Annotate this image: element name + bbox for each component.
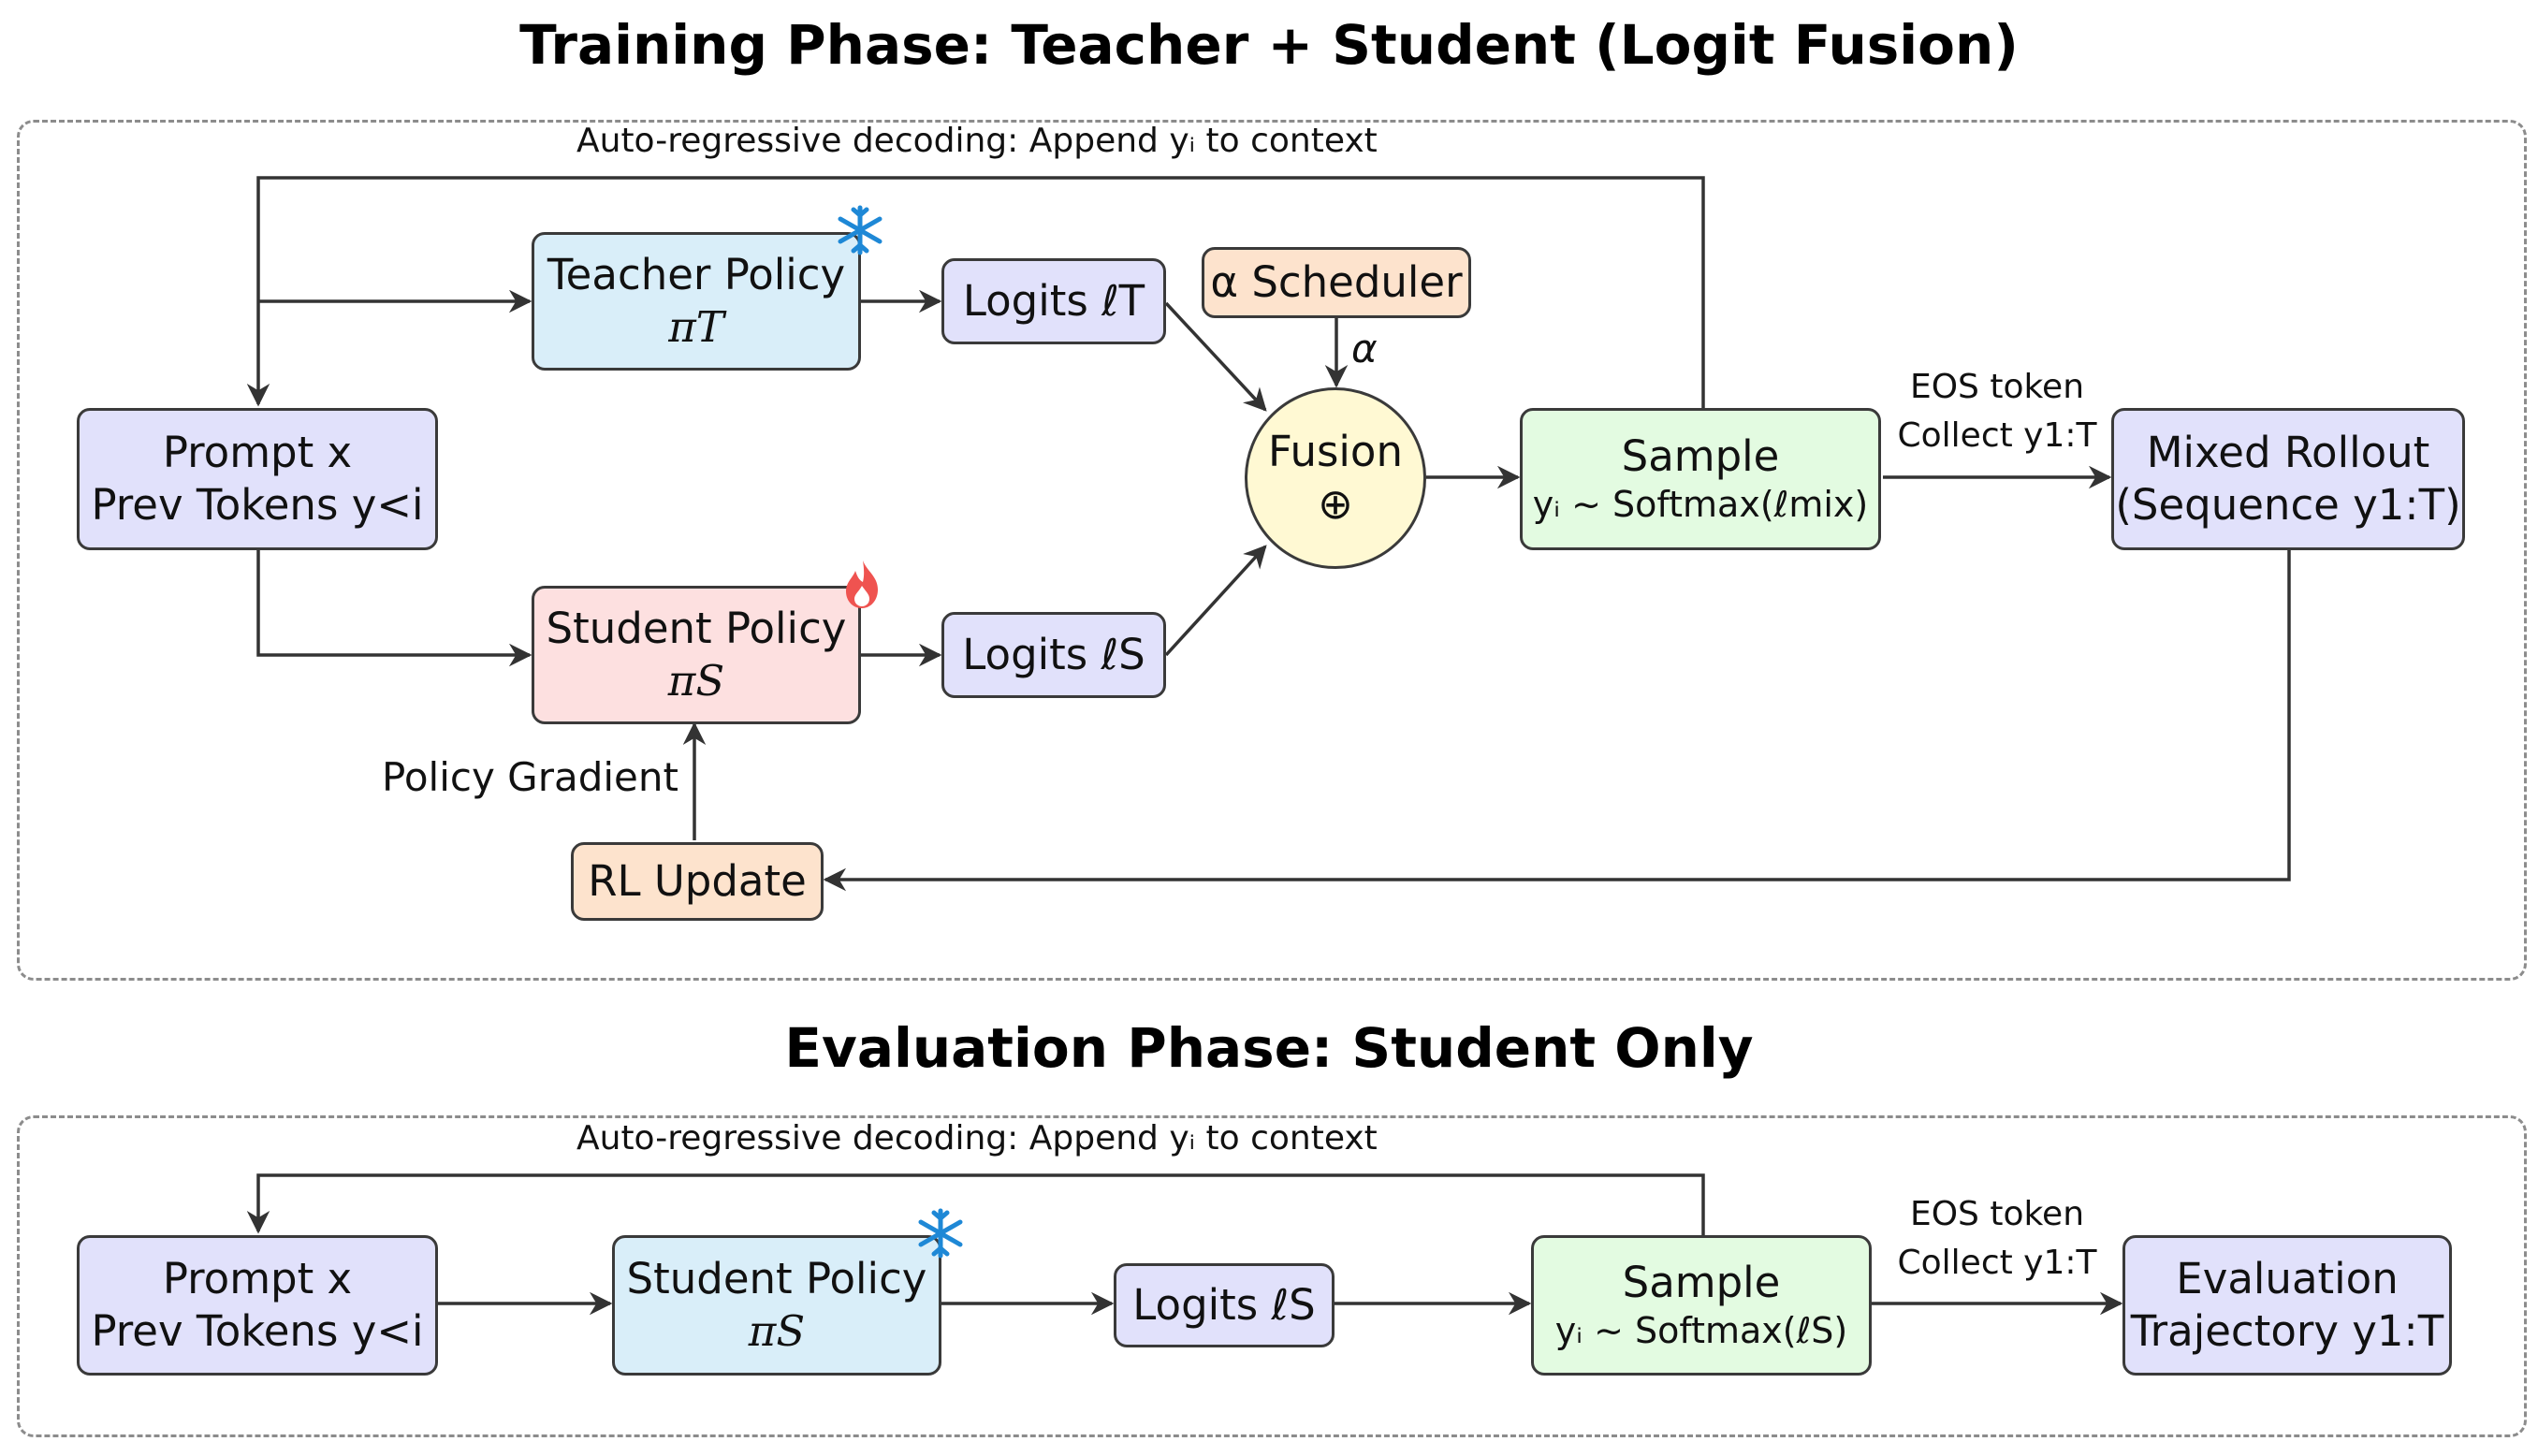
alpha-edge-label: α (1351, 326, 1378, 371)
sample-line2: yᵢ ~ Softmax(ℓmix) (1532, 484, 1869, 526)
mixed-rollout-node: Mixed Rollout (Sequence y1:T) (2111, 408, 2465, 550)
eval-trajectory-line1: Evaluation (2176, 1253, 2399, 1303)
edge-logits-s-to-fusion (1164, 545, 1267, 657)
training-prompt-node: Prompt x Prev Tokens y<i (77, 408, 438, 550)
fusion-line2: ⊕ (1318, 479, 1353, 529)
training-sample-node: Sample yᵢ ~ Softmax(ℓmix) (1520, 408, 1881, 550)
alpha-scheduler-node: α Scheduler (1202, 247, 1471, 318)
policy-gradient-label: Policy Gradient (382, 754, 678, 800)
eval-trajectory-line2: Trajectory y1:T (2130, 1306, 2444, 1356)
logits-t-label: Logits ℓT (962, 275, 1145, 326)
teacher-line1: Teacher Policy (547, 249, 846, 299)
teacher-policy-node: Teacher Policy πT (532, 232, 861, 371)
evaluation-logits-node: Logits ℓS (1114, 1263, 1335, 1347)
eval-sample-line2: yᵢ ~ Softmax(ℓS) (1554, 1310, 1848, 1352)
prompt-line2: Prev Tokens y<i (91, 480, 424, 530)
logits-t-node: Logits ℓT (941, 258, 1166, 344)
eval-prompt-line1: Prompt x (162, 1253, 353, 1303)
rl-update-label: RL Update (588, 855, 807, 906)
evaluation-title: Evaluation Phase: Student Only (784, 1016, 1754, 1080)
eval-student-line1: Student Policy (626, 1253, 927, 1303)
eval-eos-line2: Collect y1:T (1897, 1244, 2097, 1283)
edge-prompt-to-student (256, 550, 532, 667)
training-eos-label: EOS token Collect y1:T (1885, 363, 2109, 460)
evaluation-sample-node: Sample yᵢ ~ Softmax(ℓS) (1531, 1235, 1872, 1376)
eval-sample-line1: Sample (1622, 1258, 1781, 1308)
edge-training-feedback-loop (246, 176, 1705, 408)
edge-eval-feedback-loop (246, 1173, 1705, 1235)
student-policy-node: Student Policy πS (532, 586, 861, 724)
teacher-line2: πT (668, 302, 724, 352)
evaluation-student-node: Student Policy πS (612, 1235, 941, 1376)
eval-prompt-line2: Prev Tokens y<i (91, 1306, 424, 1356)
eos-line1: EOS token (1909, 368, 2085, 406)
edge-rollout-to-rl-update (823, 550, 2291, 892)
rl-update-node: RL Update (571, 842, 824, 921)
fusion-line1: Fusion (1268, 426, 1403, 476)
eval-logits-label: Logits ℓS (1132, 1279, 1316, 1330)
fusion-node: Fusion ⊕ (1245, 387, 1426, 569)
rollout-line1: Mixed Rollout (2146, 427, 2430, 477)
prompt-line1: Prompt x (162, 427, 353, 477)
fire-icon (846, 561, 878, 608)
snowflake-icon (838, 205, 882, 255)
training-loop-label: Auto-regressive decoding: Append yᵢ to c… (576, 122, 1378, 160)
rollout-line2: (Sequence y1:T) (2115, 480, 2461, 530)
evaluation-frame (17, 1115, 2527, 1437)
evaluation-eos-label: EOS token Collect y1:T (1885, 1190, 2109, 1288)
eval-eos-line1: EOS token (1909, 1195, 2085, 1233)
sample-line1: Sample (1621, 431, 1780, 482)
logits-s-label: Logits ℓS (962, 629, 1145, 679)
edge-logits-t-to-fusion (1164, 301, 1267, 412)
training-frame (17, 120, 2527, 981)
alpha-scheduler-label: α Scheduler (1210, 256, 1463, 307)
evaluation-trajectory-node: Evaluation Trajectory y1:T (2122, 1235, 2452, 1376)
evaluation-prompt-node: Prompt x Prev Tokens y<i (77, 1235, 438, 1376)
snowflake-icon (918, 1208, 963, 1259)
student-line1: Student Policy (546, 603, 847, 653)
eval-student-line2: πS (748, 1306, 806, 1356)
student-line2: πS (667, 656, 725, 706)
eos-line2: Collect y1:T (1897, 416, 2097, 456)
evaluation-loop-label: Auto-regressive decoding: Append yᵢ to c… (576, 1119, 1378, 1158)
logits-s-node: Logits ℓS (941, 612, 1166, 698)
training-title: Training Phase: Teacher + Student (Logit… (519, 13, 2019, 77)
